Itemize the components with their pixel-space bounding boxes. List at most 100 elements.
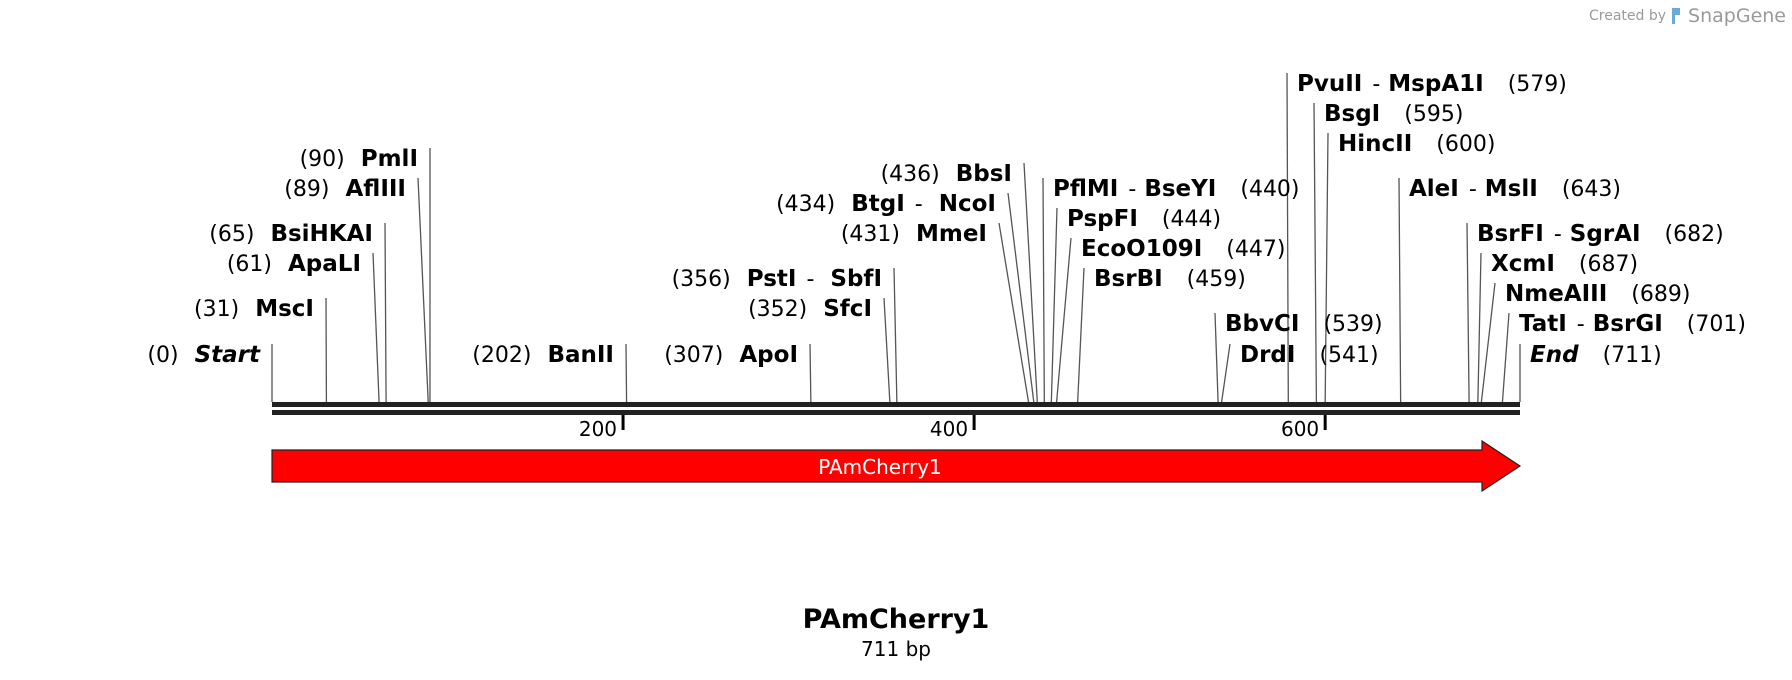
site-label-pflMI[interactable]: PflMI-BseYI(440) xyxy=(1053,176,1300,202)
site-label-aleI[interactable]: AleI-MslI(643) xyxy=(1409,176,1621,202)
site-position: (31) xyxy=(194,297,239,322)
site-enzyme-name: BsgI xyxy=(1324,101,1380,127)
site-position: (65) xyxy=(209,222,254,247)
site-position: (436) xyxy=(881,162,940,187)
site-enzyme-name: PmlI xyxy=(361,146,418,172)
site-label-pvuII[interactable]: PvuII-MspA1I(579) xyxy=(1297,71,1567,97)
site-position: (447) xyxy=(1226,237,1285,262)
site-label-ecoO109I[interactable]: EcoO109I (447) xyxy=(1081,236,1285,262)
site-label-mmeI[interactable]: (431)MmeI xyxy=(841,221,987,247)
site-line-apoI xyxy=(809,343,812,403)
site-enzyme-name: SgrAI xyxy=(1570,221,1641,247)
site-enzyme-name: BsiHKAI xyxy=(270,221,373,247)
site-label-banII[interactable]: (202)BanII xyxy=(472,342,614,368)
site-position: (687) xyxy=(1579,252,1638,277)
site-label-bbsI[interactable]: (436)BbsI xyxy=(881,161,1012,187)
feature-arrow[interactable] xyxy=(271,439,1522,493)
site-separator: - xyxy=(1577,312,1585,337)
site-label-tatI[interactable]: TatI-BsrGI(701) xyxy=(1519,311,1746,337)
site-label-sfcI[interactable]: (352)SfcI xyxy=(748,296,872,322)
site-enzyme-name: MspA1I xyxy=(1388,71,1483,97)
site-label-bbvCI[interactable]: BbvCI (539) xyxy=(1225,311,1383,337)
site-position: (701) xyxy=(1687,312,1746,337)
site-enzyme-name: XcmI xyxy=(1491,251,1555,277)
site-enzyme-name: PspFI xyxy=(1067,206,1138,232)
site-position: (202) xyxy=(472,343,531,368)
site-label-pmlI[interactable]: (90) PmlI xyxy=(300,146,418,172)
site-enzyme-name: EcoO109I xyxy=(1081,236,1202,262)
watermark-brand: SnapGene xyxy=(1688,5,1786,27)
site-position: (434) xyxy=(776,192,835,217)
site-position: (541) xyxy=(1319,343,1378,368)
site-separator: - xyxy=(915,192,923,217)
site-label-nmeAIII[interactable]: NmeAIII (689) xyxy=(1505,281,1690,307)
site-position: (539) xyxy=(1323,312,1382,337)
site-label-aflIII[interactable]: (89) AflIII xyxy=(284,176,406,202)
site-label-bsrBI[interactable]: BsrBI(459) xyxy=(1094,266,1246,292)
site-enzyme-name: BtgI xyxy=(851,191,905,217)
ruler: 200 400 600 xyxy=(579,415,1327,441)
site-line-pflMI xyxy=(1042,177,1045,403)
site-label-apoI[interactable]: (307)ApoI xyxy=(664,342,798,368)
site-enzyme-name: MscI xyxy=(255,296,314,322)
site-enzyme-name: BsrFI xyxy=(1477,221,1544,247)
backbone-top-strand xyxy=(272,402,1520,407)
site-position: (89) xyxy=(284,177,329,202)
site-enzyme-name: NmeAIII xyxy=(1505,281,1607,307)
site-label-apaLI[interactable]: (61) ApaLI xyxy=(227,251,361,277)
site-separator: - xyxy=(1554,222,1562,247)
site-separator: - xyxy=(806,267,814,292)
site-line-apaLI xyxy=(372,252,380,403)
site-label-bsiHKAI[interactable]: (65) BsiHKAI xyxy=(209,221,373,247)
ruler-tick-label-600: 600 xyxy=(1281,417,1319,441)
site-position: (90) xyxy=(300,147,345,172)
feature-pamcherry1[interactable]: PAmCherry1 xyxy=(271,439,1522,493)
site-line-tatI xyxy=(1501,312,1510,403)
snapgene-watermark: Created by SnapGene xyxy=(1589,5,1786,27)
site-label-pstI[interactable]: (356)PstI-SbfI xyxy=(672,266,882,292)
site-line-aflIII xyxy=(417,177,429,403)
site-label-xcmI[interactable]: XcmI (687) xyxy=(1491,251,1638,277)
watermark-prefix: Created by xyxy=(1589,8,1667,24)
site-enzyme-name: Start xyxy=(195,342,261,368)
sequence-title: PAmCherry1 xyxy=(803,604,990,635)
site-enzyme-name: BsrGI xyxy=(1593,311,1663,337)
sequence-backbone xyxy=(272,402,1520,415)
site-position: (711) xyxy=(1603,343,1662,368)
site-label-bsrFI[interactable]: BsrFI-SgrAI (682) xyxy=(1477,221,1724,247)
site-enzyme-name: End xyxy=(1530,342,1579,368)
site-label-hincII[interactable]: HincII(600) xyxy=(1338,131,1495,157)
site-separator: - xyxy=(1469,177,1477,202)
site-label-bsgI[interactable]: BsgI (595) xyxy=(1324,101,1463,127)
site-enzyme-name: ApaLI xyxy=(288,251,361,277)
site-position: (0) xyxy=(147,343,178,368)
site-label-mscI[interactable]: (31) MscI xyxy=(194,296,314,322)
site-label-end[interactable]: End (711) xyxy=(1530,342,1662,368)
ruler-tick-label-200: 200 xyxy=(579,417,617,441)
site-line-mmeI xyxy=(998,222,1030,403)
site-line-btgI xyxy=(1007,192,1035,403)
sequence-length: 711 bp xyxy=(861,637,931,661)
site-label-drdI[interactable]: DrdI(541) xyxy=(1240,342,1379,368)
site-position: (431) xyxy=(841,222,900,247)
site-line-pvuII xyxy=(1286,72,1289,403)
site-line-bsiHKAI xyxy=(384,222,387,403)
site-label-start[interactable]: (0) Start xyxy=(147,342,261,368)
site-enzyme-name: PvuII xyxy=(1297,71,1362,97)
site-label-pspFI[interactable]: PspFI(444) xyxy=(1067,206,1221,232)
site-label-btgI[interactable]: (434)BtgI-NcoI xyxy=(776,191,996,217)
site-enzyme-name: SbfI xyxy=(830,266,882,292)
site-position: (682) xyxy=(1665,222,1724,247)
site-position: (595) xyxy=(1404,102,1463,127)
ruler-tick-label-400: 400 xyxy=(930,417,968,441)
site-enzyme-name: BbvCI xyxy=(1225,311,1299,337)
site-position: (689) xyxy=(1631,282,1690,307)
site-enzyme-name: AflIII xyxy=(345,176,406,202)
site-enzyme-name: AleI xyxy=(1409,176,1459,202)
site-line-nmeAIII xyxy=(1480,282,1496,403)
site-line-hincII xyxy=(1324,132,1329,403)
site-line-sfcI xyxy=(883,297,891,403)
site-enzyme-name: HincII xyxy=(1338,131,1412,157)
site-position: (61) xyxy=(227,252,272,277)
